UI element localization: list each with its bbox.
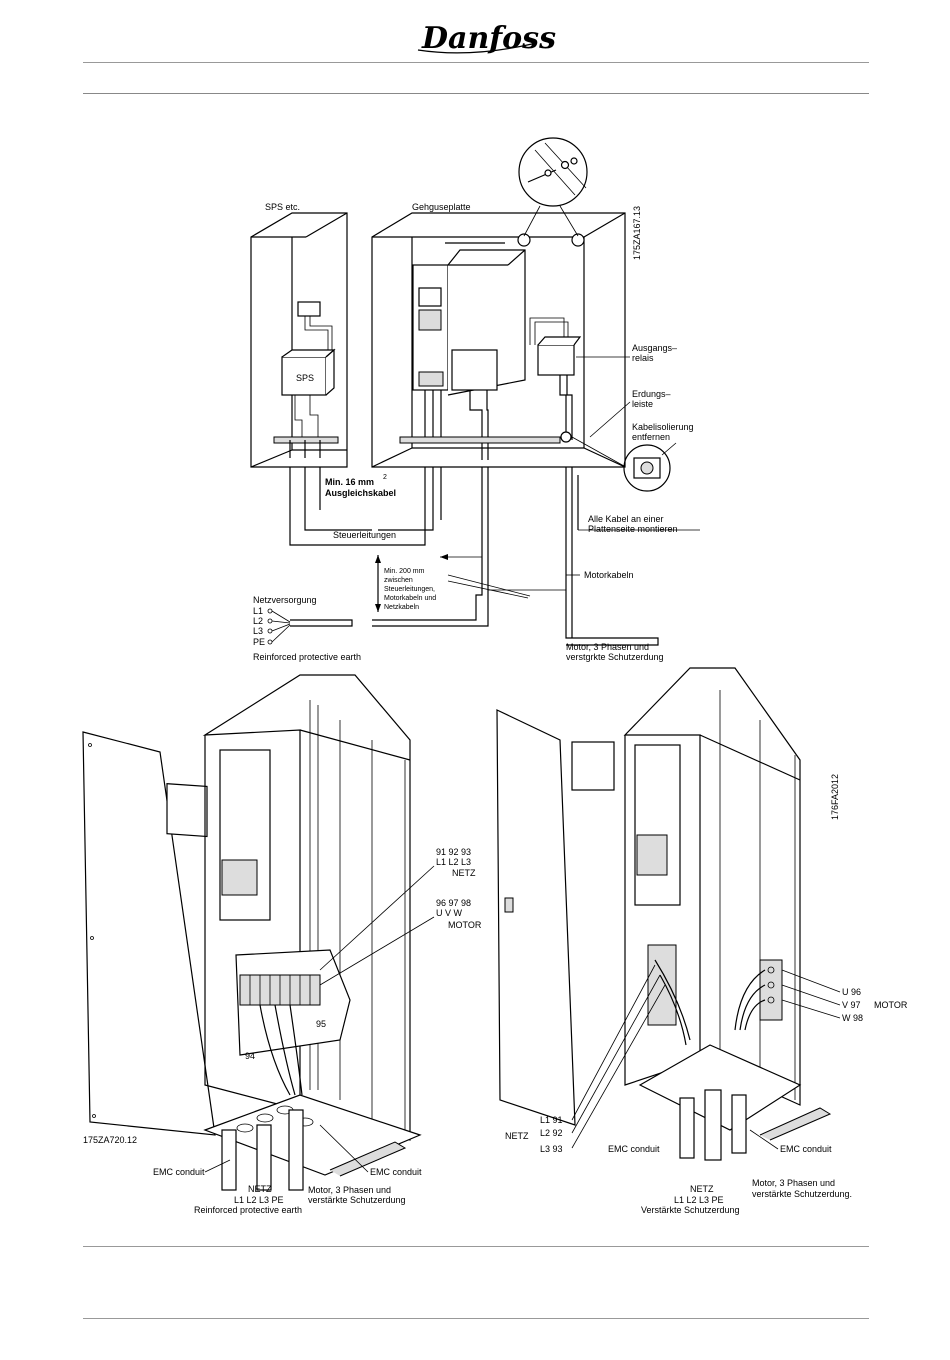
label-motor3-2: verstgrkte Schutzerdung (566, 652, 664, 662)
footer-rule-bottom (83, 1318, 869, 1319)
label-ausgangs: Ausgangs– (632, 343, 677, 353)
terminal-block (239, 974, 321, 1006)
label-l2: L2 (253, 616, 263, 626)
bl-drawing-id: 175ZA720.12 (83, 1135, 137, 1145)
bl-terminal-95: 95 (316, 1019, 326, 1029)
header-rule-top (83, 62, 869, 63)
label-motor3-1: Motor, 3 Phasen und (566, 642, 649, 652)
bl-motor: MOTOR (448, 920, 482, 930)
label-l3: L3 (253, 626, 263, 636)
bl-netz-phases: L1 L2 L3 (436, 857, 471, 867)
bl-netz: NETZ (452, 868, 476, 878)
label-min200-3: Steuerleitungen, (384, 586, 435, 593)
br-netz2: NETZ (690, 1184, 714, 1194)
br-l123pe: L1 L2 L3 PE (674, 1195, 724, 1205)
br-v97: V 97 (842, 1000, 861, 1010)
detail-bolt-circle (518, 137, 588, 237)
br-u96: U 96 (842, 987, 861, 997)
label-l1: L1 (253, 606, 263, 616)
top-wiring-diagram: SPS SPS etc. (250, 137, 700, 662)
right-cabinet-body (623, 667, 801, 1106)
br-l1-91: L1 91 (540, 1115, 563, 1125)
right-floor-plate (638, 1044, 802, 1131)
bl-terminal-94: 94 (245, 1051, 255, 1061)
bl-reinforced: Reinforced protective earth (194, 1205, 302, 1215)
output-relay (537, 344, 575, 376)
label-motorkabeln: Motorkabeln (584, 570, 634, 580)
left-door (82, 731, 216, 1136)
top-drawing-id: 175ZA167.13 (632, 206, 642, 260)
label-min200-2: zwischen (384, 577, 413, 584)
left-cabinet-body (202, 674, 411, 1141)
bl-netz-nums: 91 92 93 (436, 847, 471, 857)
br-motor3-1: Motor, 3 Phasen und (752, 1178, 835, 1188)
bl-emc-left: EMC conduit (153, 1167, 205, 1177)
label-plattenseite: Plattenseite montieren (588, 524, 678, 534)
cable-routing (289, 467, 700, 646)
logo-text: Danfoss (421, 21, 556, 56)
br-l2-92: L2 92 (540, 1128, 563, 1138)
label-entfernen: entfernen (632, 432, 670, 442)
br-w98: W 98 (842, 1013, 863, 1023)
label-steuer: Steuerleitungen (333, 530, 396, 540)
bl-motor-nums: 96 97 98 (436, 898, 471, 908)
sps-cabinet: SPS (250, 212, 348, 468)
sps-label: SPS (296, 373, 314, 383)
danfoss-logo: Danfoss (417, 21, 556, 56)
bl-motor3-2: verstärkte Schutzerdung (308, 1195, 406, 1205)
bl-netz2: NETZ (248, 1184, 272, 1194)
label-sps-etc: SPS etc. (265, 202, 300, 212)
bl-motor3-1: Motor, 3 Phasen und (308, 1185, 391, 1195)
label-reinforced-top: Reinforced protective earth (253, 652, 361, 662)
right-door (496, 709, 576, 1126)
bl-l123pe: L1 L2 L3 PE (234, 1195, 284, 1205)
label-min200-5: Netzkabeln (384, 604, 419, 611)
mains-terminals (267, 608, 291, 645)
br-drawing-id: 176FA2012 (830, 774, 840, 820)
label-alle-kabel: Alle Kabel an einer (588, 514, 664, 524)
header-rule (83, 93, 869, 94)
br-emc-left: EMC conduit (608, 1144, 660, 1154)
bottom-right-cabinet (496, 667, 832, 1161)
label-leiste: leiste (632, 399, 653, 409)
sps-display (297, 301, 321, 317)
br-netz-side: NETZ (505, 1131, 529, 1141)
br-motor3-2: verstärkte Schutzerdung. (752, 1189, 852, 1199)
br-motor: MOTOR (874, 1000, 908, 1010)
bl-emc-right: EMC conduit (370, 1167, 422, 1177)
br-verstaerkt: Verstärkte Schutzerdung (641, 1205, 740, 1215)
label-gehause: Gehguseplatte (412, 202, 471, 212)
br-emc-right: EMC conduit (780, 1144, 832, 1154)
right-conduits (679, 1089, 747, 1161)
label-kabel-isol: Kabelisolierung (632, 422, 694, 432)
label-erdungs: Erdungs– (632, 389, 671, 399)
bottom-left-cabinet (82, 674, 422, 1191)
label-netzversorgung: Netzversorgung (253, 595, 317, 605)
br-l3-93: L3 93 (540, 1144, 563, 1154)
label-min16: Min. 16 mm (325, 477, 374, 487)
detail-cable-clamp (571, 436, 677, 492)
footer-rule (83, 1246, 869, 1247)
main-cabinet (371, 212, 626, 468)
bl-motor-phases: U V W (436, 908, 463, 918)
converter-display (418, 287, 442, 307)
label-min16-sup: 2 (383, 474, 387, 481)
label-min200-1: Min. 200 mm (384, 568, 425, 575)
label-relais: relais (632, 353, 654, 363)
label-min200-4: Motorkabeln und (384, 595, 436, 602)
left-conduits (221, 1109, 304, 1191)
label-pe: PE (253, 637, 265, 647)
label-ausgleich: Ausgleichskabel (325, 488, 396, 498)
